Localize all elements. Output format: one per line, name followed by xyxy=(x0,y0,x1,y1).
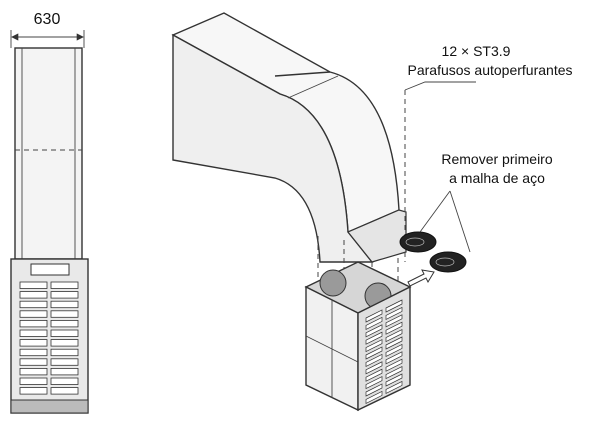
grille-slat xyxy=(19,377,48,385)
side-grille-slat xyxy=(365,339,383,353)
grille-slat xyxy=(19,300,48,309)
side-grille-slat xyxy=(385,306,403,320)
remove-label-line2: a malha de aço xyxy=(449,170,545,186)
fan-left xyxy=(319,269,347,297)
grille-slat xyxy=(19,348,48,357)
duct-fold-edge xyxy=(274,71,331,77)
side-grille-slat xyxy=(385,358,403,372)
grille-slat xyxy=(50,329,79,337)
side-grille-slat xyxy=(365,368,383,382)
grille-slat xyxy=(50,367,79,376)
duct-front xyxy=(14,47,83,260)
side-grille-slat xyxy=(385,314,403,328)
grille-slat xyxy=(50,281,79,289)
grille-slat xyxy=(19,329,48,337)
grille-slat xyxy=(50,339,79,347)
grille-slat xyxy=(19,291,48,299)
side-grille-slat xyxy=(365,331,383,345)
side-grille-slat xyxy=(385,329,403,343)
side-grille-slat xyxy=(385,336,403,350)
grille-slat xyxy=(19,281,48,289)
side-grille-slat xyxy=(385,299,403,313)
side-grille-slat xyxy=(385,351,403,365)
grille-slat xyxy=(19,339,48,347)
unit-top-panel xyxy=(30,263,70,276)
side-grille-slat xyxy=(365,309,383,323)
grille-slat xyxy=(50,387,79,395)
grille-slat xyxy=(19,319,48,328)
side-grille-slat xyxy=(365,376,383,390)
grille-slat xyxy=(50,348,79,357)
side-grille-slat xyxy=(385,343,403,357)
side-grille-slat xyxy=(365,383,383,397)
grille-slat xyxy=(50,319,79,328)
insert-arrow xyxy=(407,269,435,287)
side-grille xyxy=(365,299,403,404)
side-grille-slat xyxy=(385,380,403,394)
side-grille-slat xyxy=(385,321,403,335)
isometric-assembly: 12 × ST3.9 Parafusos autoperfurantes Rem… xyxy=(171,12,573,412)
duct-seam xyxy=(287,75,339,99)
mesh-cover-2-inner xyxy=(435,257,455,267)
grille-slat xyxy=(19,387,48,395)
side-grille-slat xyxy=(365,316,383,330)
grille-slat xyxy=(19,310,48,318)
grille-slat xyxy=(50,377,79,385)
side-grille-slat xyxy=(365,346,383,360)
grille-slat xyxy=(19,367,48,376)
side-grille-slat xyxy=(385,373,403,387)
grille-slat xyxy=(50,310,79,318)
grille-slat xyxy=(50,300,79,309)
screw-leader-top xyxy=(404,81,476,91)
mesh-cover-2 xyxy=(429,251,467,273)
side-grille-slat xyxy=(365,390,383,404)
remove-label-line1: Remover primeiro xyxy=(441,151,552,167)
unit-front-divider-h xyxy=(305,335,359,363)
grille-slat xyxy=(19,358,48,366)
side-grille-slat xyxy=(365,324,383,338)
front-view: 630 xyxy=(10,11,89,414)
grille-slat xyxy=(50,291,79,299)
grille-slat xyxy=(50,358,79,366)
remove-leader-1 xyxy=(419,190,451,233)
screws-name-label: Parafusos autoperfurantes xyxy=(408,62,573,78)
front-grille xyxy=(19,281,79,395)
unit-base xyxy=(10,399,89,414)
screws-count-label: 12 × ST3.9 xyxy=(442,43,511,59)
mesh-cover-1 xyxy=(399,231,437,253)
side-grille-slat xyxy=(365,361,383,375)
side-grille-slat xyxy=(365,353,383,367)
remove-leader-2 xyxy=(449,190,471,253)
side-grille-slat xyxy=(385,366,403,380)
dimension-label: 630 xyxy=(34,11,61,28)
mesh-cover-1-inner xyxy=(405,237,425,247)
duct-outlet-face xyxy=(347,209,407,263)
